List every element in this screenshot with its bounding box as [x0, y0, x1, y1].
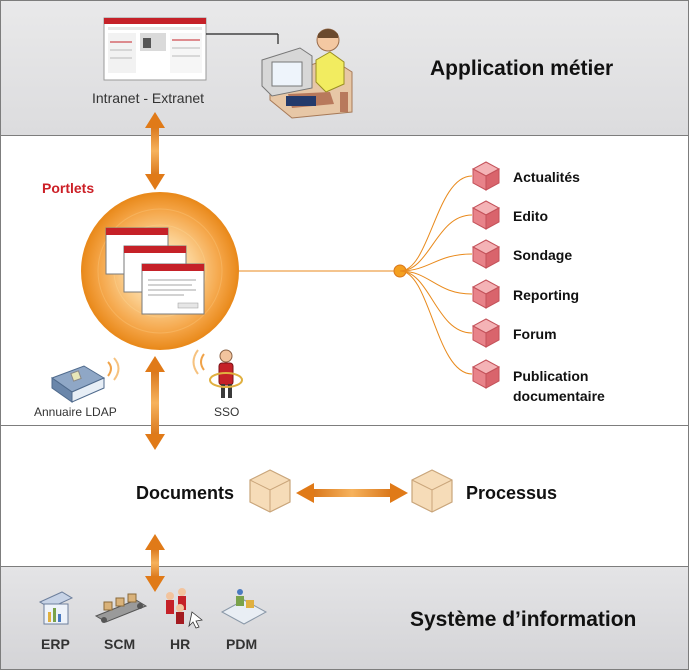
module-label: Forum [513, 324, 557, 344]
erp-icon [38, 591, 74, 625]
hr-icon [166, 588, 203, 629]
sso-icon [192, 349, 243, 398]
processus-cube-icon [411, 469, 453, 513]
arrow-portlets-documents [145, 356, 165, 450]
module-label-line: Sondage [513, 247, 573, 263]
module-cube-icon [471, 161, 501, 191]
documents-label: Documents [136, 483, 235, 503]
portlet-windows-icon [105, 227, 205, 315]
module-connector [399, 270, 473, 295]
system-label-scm: SCM [104, 636, 136, 652]
module-label-line: Forum [513, 326, 557, 342]
user-workstation-icon [261, 28, 353, 119]
processus-label: Processus [466, 483, 558, 503]
module-label-line: Reporting [513, 287, 580, 303]
module-label-line: Publication [513, 368, 589, 384]
module-cube-icon [471, 318, 501, 348]
arrow-documents-information-system [145, 534, 165, 592]
module-connector [399, 253, 473, 272]
documents-cube-icon [249, 469, 291, 513]
system-label-pdm: PDM [226, 636, 258, 652]
portlets-label: Portlets [42, 180, 95, 196]
ldap-directory-icon [50, 357, 120, 403]
intranet-label: Intranet - Extranet [92, 90, 205, 106]
module-label-line: Edito [513, 208, 548, 224]
module-connector [399, 270, 473, 334]
module-connector [399, 270, 473, 375]
module-cube-icon [471, 279, 501, 309]
module-cube-icon [471, 239, 501, 269]
module-connector [399, 214, 473, 272]
information-system-title: Système d’information [410, 608, 637, 631]
system-label-erp: ERP [41, 636, 70, 652]
module-cube-icon [471, 359, 501, 389]
module-label: Actualités [513, 167, 580, 187]
application-title: Application métier [430, 57, 614, 80]
arrow-intranet-portlets [145, 112, 165, 190]
module-label: Publication documentaire [513, 366, 605, 406]
module-label-line: Actualités [513, 169, 580, 185]
sso-label: SSO [214, 405, 240, 419]
module-label: Sondage [513, 245, 572, 265]
module-label: Edito [513, 206, 548, 226]
module-label-line: documentaire [513, 388, 605, 404]
pdm-icon [220, 589, 268, 625]
ldap-label: Annuaire LDAP [34, 405, 117, 419]
module-connectors [399, 175, 473, 375]
module-connector [399, 175, 473, 272]
arrow-documents-processus [296, 483, 408, 503]
module-cubes [471, 161, 501, 389]
module-label: Reporting [513, 285, 579, 305]
system-label-hr: HR [170, 636, 191, 652]
intranet-screenshot [103, 17, 207, 81]
module-cube-icon [471, 200, 501, 230]
scm-icon [94, 593, 148, 623]
